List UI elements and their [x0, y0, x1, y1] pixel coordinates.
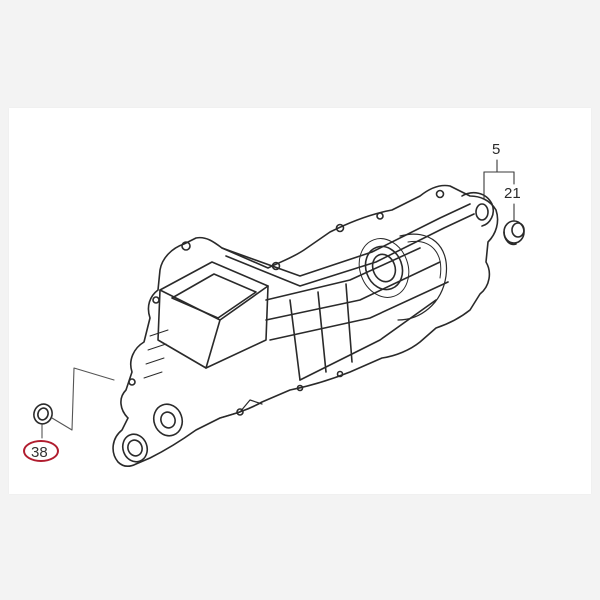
part-38-ring — [33, 403, 53, 425]
leader-lines — [41, 159, 515, 439]
callout-label-21: 21 — [504, 185, 521, 202]
callout-label-38[interactable]: 38 — [31, 444, 48, 461]
callout-label-5: 5 — [492, 141, 501, 158]
part-21-bushing — [503, 220, 525, 246]
crankcase-body — [112, 184, 499, 467]
highlight-circle — [23, 440, 59, 462]
